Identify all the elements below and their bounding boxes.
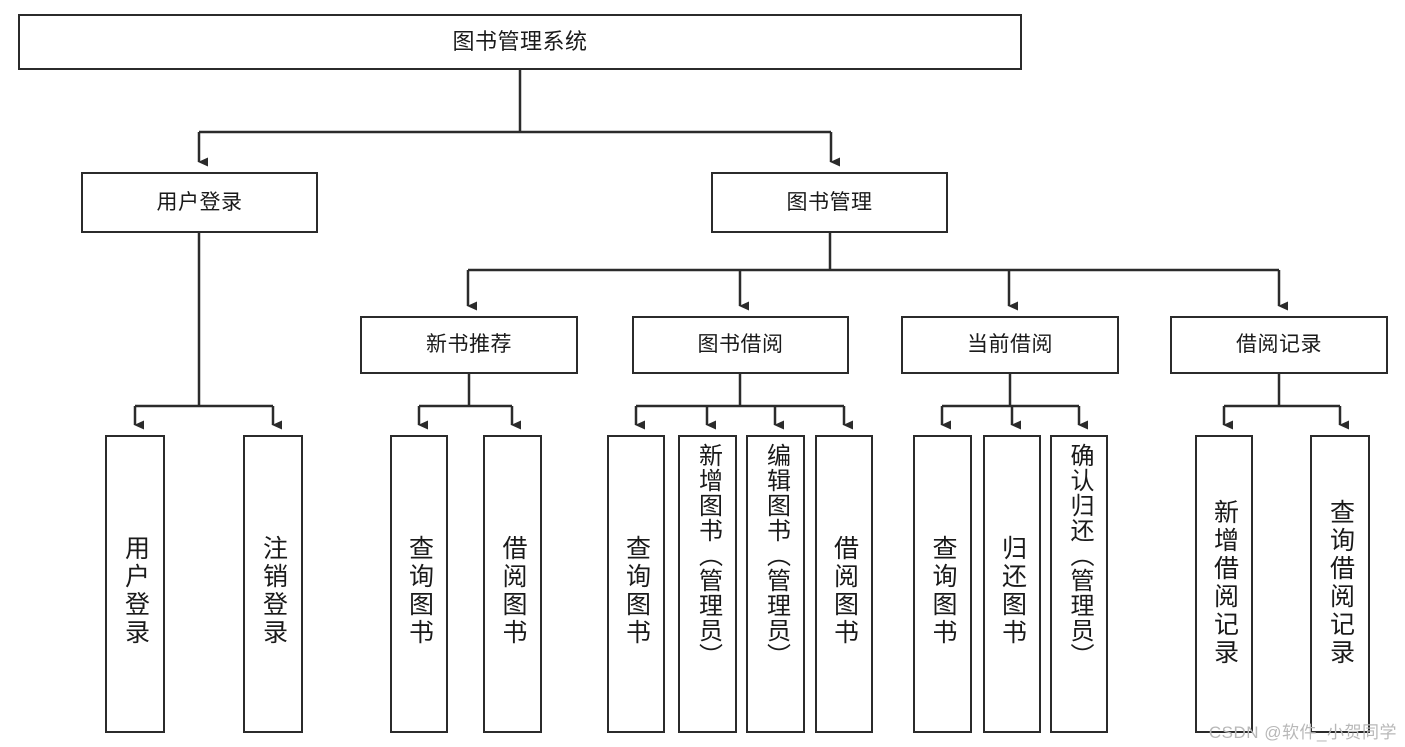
node-label: 确认归还（管理员） <box>1066 443 1093 668</box>
node-label: 图书管理系统 <box>452 28 588 54</box>
leaf-query-book-recommend[interactable]: 查询图书 <box>390 435 448 733</box>
leaf-borrow-book-recommend[interactable]: 借阅图书 <box>483 435 542 733</box>
node-label: 借阅图书 <box>830 535 859 647</box>
node-label: 新增借阅记录 <box>1210 499 1239 667</box>
node-new-book-recommend[interactable]: 新书推荐 <box>360 316 578 374</box>
node-book-management[interactable]: 图书管理 <box>711 172 948 233</box>
leaf-logout-login[interactable]: 注销登录 <box>243 435 303 733</box>
leaf-add-book-admin[interactable]: 新增图书（管理员） <box>678 435 737 733</box>
node-label: 注销登录 <box>259 535 288 647</box>
node-label: 归还图书 <box>998 535 1027 647</box>
csdn-watermark: CSDN @软件_小贺同学 <box>1208 723 1397 742</box>
leaf-confirm-return-admin[interactable]: 确认归还（管理员） <box>1050 435 1108 733</box>
leaf-user-login[interactable]: 用户登录 <box>105 435 165 733</box>
node-current-borrow[interactable]: 当前借阅 <box>901 316 1119 374</box>
node-root-system[interactable]: 图书管理系统 <box>18 14 1022 70</box>
node-label: 编辑图书（管理员） <box>762 443 790 668</box>
node-label: 新增图书（管理员） <box>694 443 722 668</box>
node-borrow-record[interactable]: 借阅记录 <box>1170 316 1388 374</box>
node-book-borrow[interactable]: 图书借阅 <box>632 316 849 374</box>
leaf-query-book-borrow[interactable]: 查询图书 <box>607 435 665 733</box>
node-label: 查询图书 <box>622 535 651 647</box>
node-label: 当前借阅 <box>967 333 1053 357</box>
node-label: 查询借阅记录 <box>1326 499 1355 667</box>
node-label: 新书推荐 <box>426 333 512 357</box>
node-user-login[interactable]: 用户登录 <box>81 172 318 233</box>
node-label: 用户登录 <box>121 535 150 647</box>
leaf-return-book[interactable]: 归还图书 <box>983 435 1041 733</box>
leaf-borrow-book[interactable]: 借阅图书 <box>815 435 873 733</box>
node-label: 图书借阅 <box>697 333 784 357</box>
node-label: 借阅记录 <box>1236 333 1322 357</box>
node-label: 借阅图书 <box>499 535 527 647</box>
leaf-query-borrow-record[interactable]: 查询借阅记录 <box>1310 435 1370 733</box>
leaf-edit-book-admin[interactable]: 编辑图书（管理员） <box>746 435 805 733</box>
node-label: 查询图书 <box>405 535 434 647</box>
leaf-query-book-current[interactable]: 查询图书 <box>913 435 972 733</box>
node-label: 查询图书 <box>929 535 957 647</box>
node-label: 用户登录 <box>156 190 243 214</box>
node-label: 图书管理 <box>786 190 873 214</box>
leaf-add-borrow-record[interactable]: 新增借阅记录 <box>1195 435 1253 733</box>
